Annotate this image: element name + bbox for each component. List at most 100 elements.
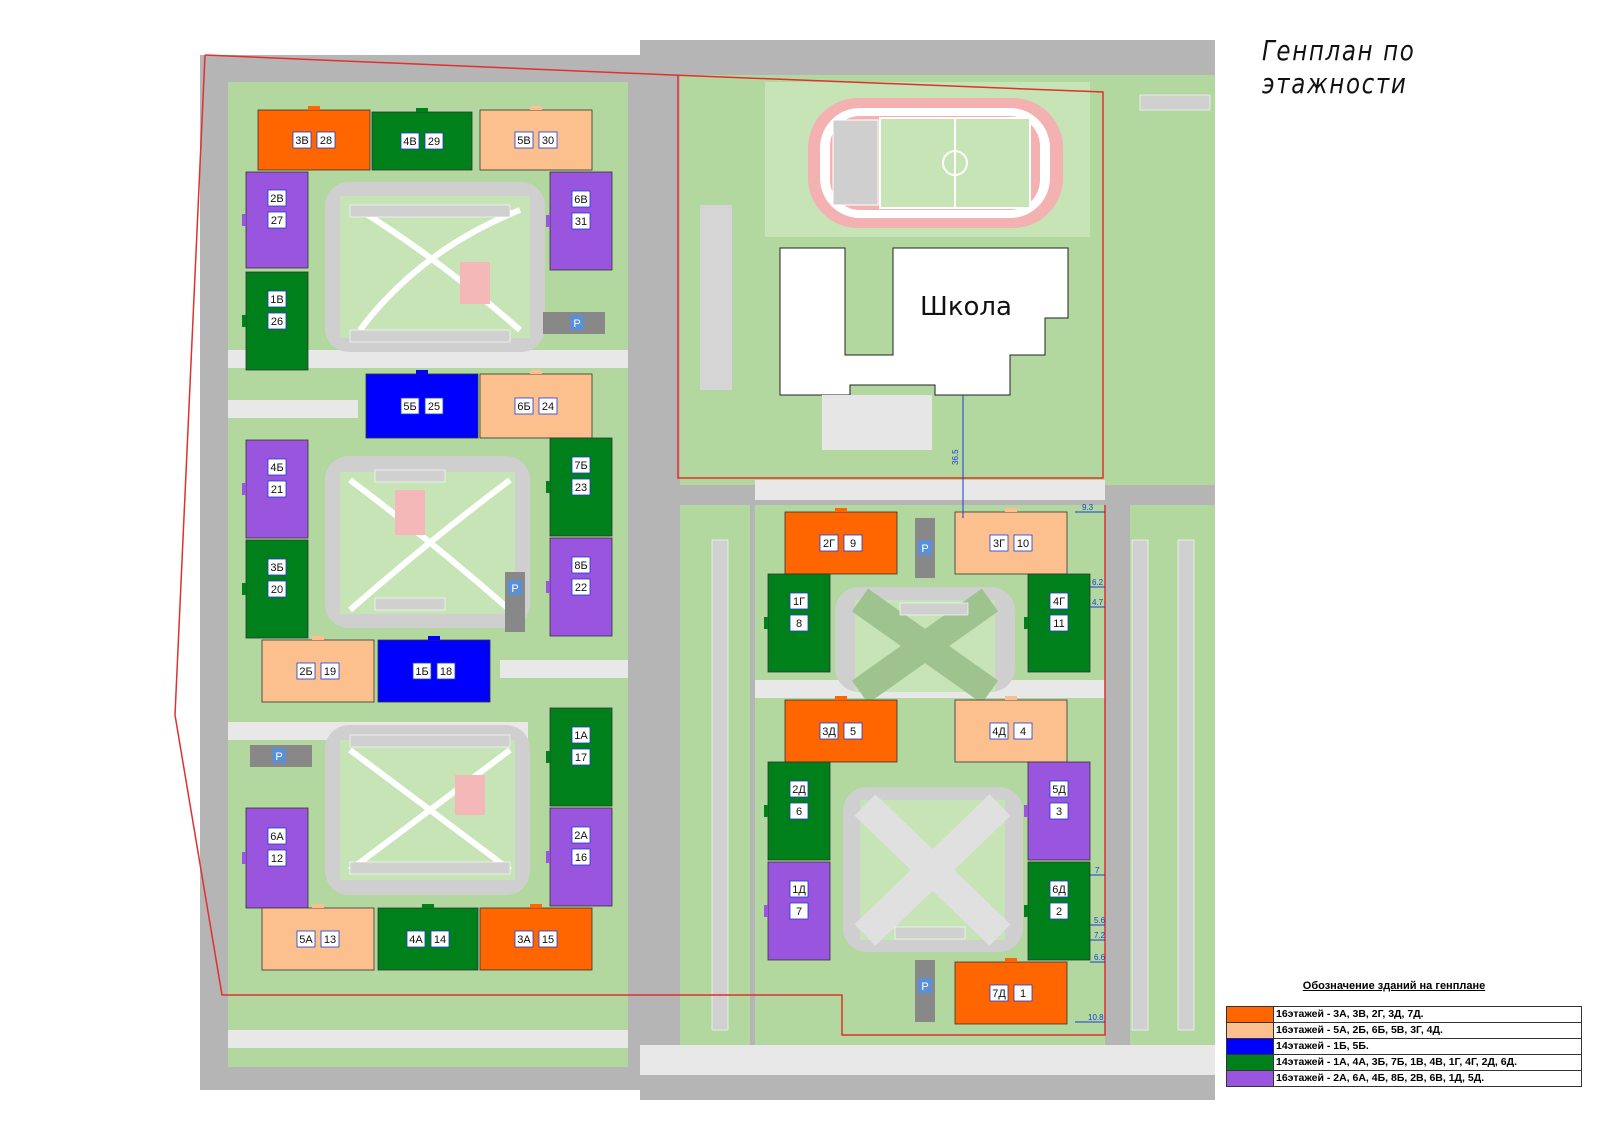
legend-rows: 16этажей - 3А, 3В, 2Г, 3Д, 7Д. 16этажей -… xyxy=(1226,1006,1582,1087)
building-section-label: 8Б xyxy=(574,560,587,572)
dimension-label: 36.5 xyxy=(951,449,960,465)
building-notch xyxy=(1005,508,1017,512)
building-number-box xyxy=(1049,902,1069,920)
building-number-box xyxy=(1049,802,1069,820)
building-footprint xyxy=(257,109,371,171)
building-number-box xyxy=(436,662,456,680)
dimension-labels: 36.5 9.3 6.2 4.7 7 5.6 7.2 6.6 10.8 xyxy=(951,449,1106,1022)
legend-row: 14этажей - 1А, 4А, 3Б, 7Б, 1В, 4В, 1Г, 4… xyxy=(1226,1055,1582,1071)
building-section-box xyxy=(400,397,420,415)
building-number-box xyxy=(1013,722,1033,740)
building-notch xyxy=(242,583,246,595)
building-number-box xyxy=(789,902,809,920)
building-section-box xyxy=(267,827,287,845)
dimension-label: 6.2 xyxy=(1092,578,1104,587)
building-footprint xyxy=(261,907,375,971)
building-number-box xyxy=(843,534,863,552)
building-footprint xyxy=(377,907,479,971)
building-notch xyxy=(835,696,847,700)
building-number-label: 30 xyxy=(542,135,554,147)
building-notch xyxy=(242,315,246,327)
building-section-label: 3Б xyxy=(270,562,283,574)
building-notch xyxy=(546,481,550,493)
building-section-label: 4В xyxy=(403,136,416,148)
building-section-box xyxy=(989,534,1009,552)
legend-swatch xyxy=(1227,1023,1274,1038)
building-section-box xyxy=(571,826,591,844)
building-number-box xyxy=(267,849,287,867)
building-number-box xyxy=(1049,614,1069,632)
building-number-box xyxy=(571,212,591,230)
legend-text: 16этажей - 3А, 3В, 2Г, 3Д, 7Д. xyxy=(1276,1008,1424,1020)
building-number-label: 1 xyxy=(1020,988,1026,1000)
building-notch xyxy=(428,636,440,640)
building-notch xyxy=(546,751,550,763)
building-number-box xyxy=(789,614,809,632)
building-number-box xyxy=(571,848,591,866)
legend-title: Обозначение зданий на генплане xyxy=(1302,980,1486,992)
building-footprint xyxy=(371,111,473,171)
dimension-label: 7 xyxy=(1095,866,1100,875)
building-section-label: 4Д xyxy=(992,726,1006,738)
building-section-box xyxy=(819,534,839,552)
building-number-box xyxy=(424,132,444,150)
building-section-box xyxy=(1049,592,1069,610)
building-section-label: 6А xyxy=(270,831,284,843)
legend-swatch xyxy=(1227,1039,1274,1054)
parking-label: P xyxy=(921,543,928,555)
building-notch xyxy=(764,617,768,629)
school-building xyxy=(700,205,1069,450)
dimension-label: 4.7 xyxy=(1092,598,1104,607)
parking-sign-icon xyxy=(918,978,932,993)
building-section-label: 2Г xyxy=(823,538,835,550)
building-number-label: 18 xyxy=(440,666,452,678)
building-number-box xyxy=(538,397,558,415)
building-section-box xyxy=(406,930,426,948)
building-number-box xyxy=(316,131,336,149)
building-footprint xyxy=(954,699,1068,763)
building-2: 6Д2 xyxy=(1024,861,1091,961)
parking-sign-icon xyxy=(272,748,286,763)
building-number-box xyxy=(843,722,863,740)
building-number-label: 21 xyxy=(271,484,283,496)
building-number-box xyxy=(571,478,591,496)
building-section-label: 1Г xyxy=(793,596,805,608)
building-5: 3Д 5 xyxy=(784,696,898,763)
building-section-box xyxy=(267,290,287,308)
building-number-label: 9 xyxy=(850,538,856,550)
building-section-label: 3Д xyxy=(822,726,836,738)
building-footprint xyxy=(784,511,898,575)
building-number-box xyxy=(571,578,591,596)
legend-text: 14этажей - 1Б, 5Б. xyxy=(1276,1040,1369,1052)
building-section-label: 5Б xyxy=(403,401,416,413)
building-section-label: 6Б xyxy=(517,401,530,413)
building-number-box xyxy=(789,802,809,820)
building-section-label: 1Б xyxy=(415,666,428,678)
building-notch xyxy=(242,852,246,864)
building-section-box xyxy=(267,558,287,576)
building-notch xyxy=(546,215,550,227)
parking-label: P xyxy=(275,751,282,763)
building-section-box xyxy=(989,722,1009,740)
building-notch xyxy=(530,904,542,908)
building-section-box xyxy=(514,930,534,948)
building-number-label: 11 xyxy=(1053,618,1064,630)
building-notch xyxy=(1024,905,1028,917)
legend-text: 16этажей - 2А, 6А, 4Б, 8Б, 2В, 6В, 1Д, 5… xyxy=(1276,1072,1485,1084)
building-number-label: 12 xyxy=(271,853,283,865)
building-number-label: 5 xyxy=(850,726,856,738)
building-section-box xyxy=(514,131,534,149)
building-number-label: 19 xyxy=(324,666,336,678)
building-notch xyxy=(312,904,324,908)
building-9: 2Г 9 xyxy=(784,508,898,575)
building-section-box xyxy=(412,662,432,680)
building-footprint xyxy=(377,639,491,703)
